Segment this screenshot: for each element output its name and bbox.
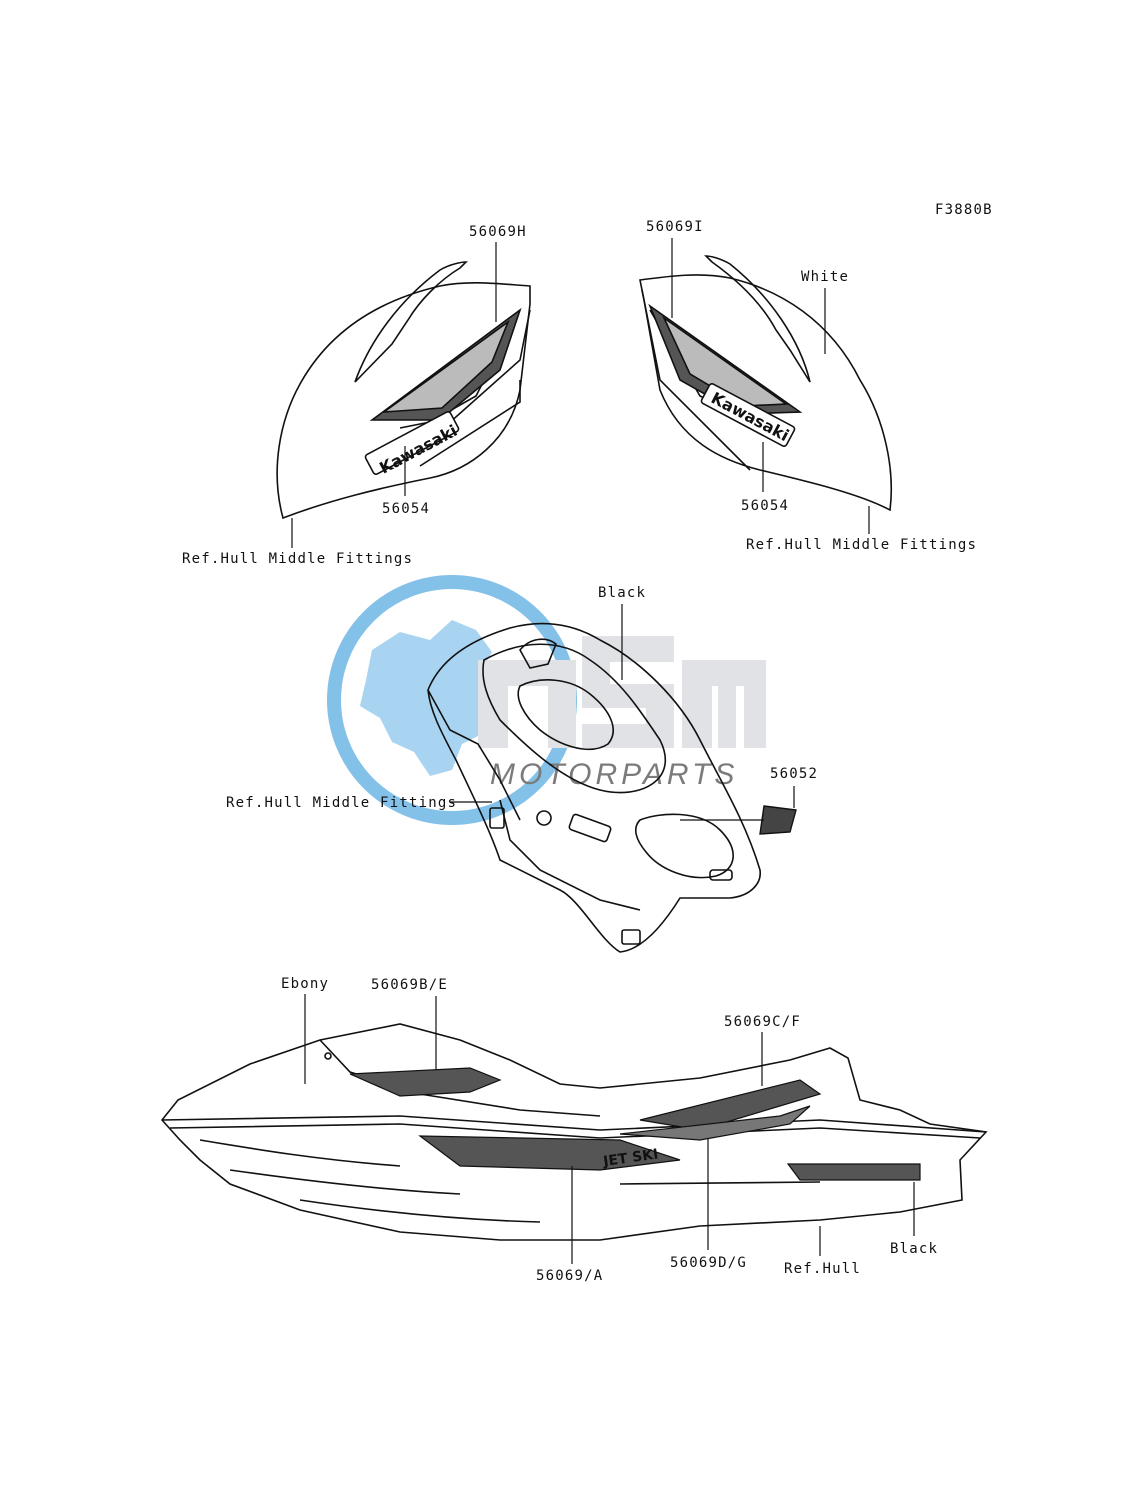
decal-black-side [786,1163,921,1181]
hull-rub-rail [161,1115,987,1133]
deck-handle-cutout [519,638,557,669]
deck-fitting [536,810,552,826]
left-cover-outline [276,282,531,520]
deck-footwell [634,813,734,879]
deck-bracket [621,929,641,945]
label-56069B-E: 56069B/E [371,977,448,993]
hull-side-view [160,1023,988,1241]
label-ref-right: Ref.Hull Middle Fittings [746,537,977,553]
label-ref-hull: Ref.Hull [784,1261,861,1277]
label-56054-left: 56054 [382,501,430,517]
left-cover-edge-line-2 [429,309,531,441]
decal-56052 [759,805,797,835]
label-56054-right: 56054 [741,498,789,514]
label-white: White [801,269,849,285]
jet-ski-decal-text: JET SKI [601,1146,659,1170]
right-side-cover [639,255,893,512]
watermark-logo: MOTORPARTS [327,575,766,825]
watermark-subtext: MOTORPARTS [490,758,738,791]
label-56069C-F: 56069C/F [724,1014,801,1030]
label-ref-left: Ref.Hull Middle Fittings [182,551,413,567]
deck-outline [427,622,761,953]
label-56069H: 56069H [469,224,527,240]
right-cover-lower-band [641,289,751,471]
left-decal-56069H [369,307,522,421]
label-56069I: 56069I [646,219,704,235]
left-cover-lower-band [419,380,521,467]
label-56069D-G: 56069D/G [670,1255,747,1271]
decal-56069D-G [619,1105,811,1141]
deck-lower-edge [499,799,641,911]
left-side-cover [276,261,531,520]
diagram-code: F3880B [935,202,993,218]
label-56069-A: 56069/A [536,1268,603,1284]
decal-56069B-E [349,1067,502,1097]
label-ref-mid: Ref.Hull Middle Fittings [226,795,457,811]
hull-rub-rail-2 [169,1123,981,1139]
hull-outline [160,1023,988,1241]
label-black-top: Black [598,585,646,601]
decal-56069-A [418,1135,681,1171]
deck-assembly [427,622,761,953]
deck-side-edge [427,689,521,821]
label-black-bottom: Black [890,1241,938,1257]
deck-mount [489,807,505,829]
deck-seat-well [482,643,667,794]
right-emblem-plate [700,383,796,447]
hull-chine-2 [229,1169,461,1195]
right-cover-outline [639,274,893,512]
label-56052: 56052 [770,766,818,782]
deck-seat-inner [517,679,614,751]
hull-chine-1 [199,1139,401,1167]
left-decal-inner [381,319,510,413]
hull-body-line [619,1181,821,1185]
hull-fitting [324,1052,332,1060]
hull-chine-3 [299,1199,541,1223]
left-cover-upper-flap [354,261,468,383]
deck-vent [568,813,612,843]
deck-latch [709,869,733,881]
left-emblem-plate [364,411,460,475]
right-cover-upper-flap [704,255,811,383]
label-ebony: Ebony [281,976,329,992]
